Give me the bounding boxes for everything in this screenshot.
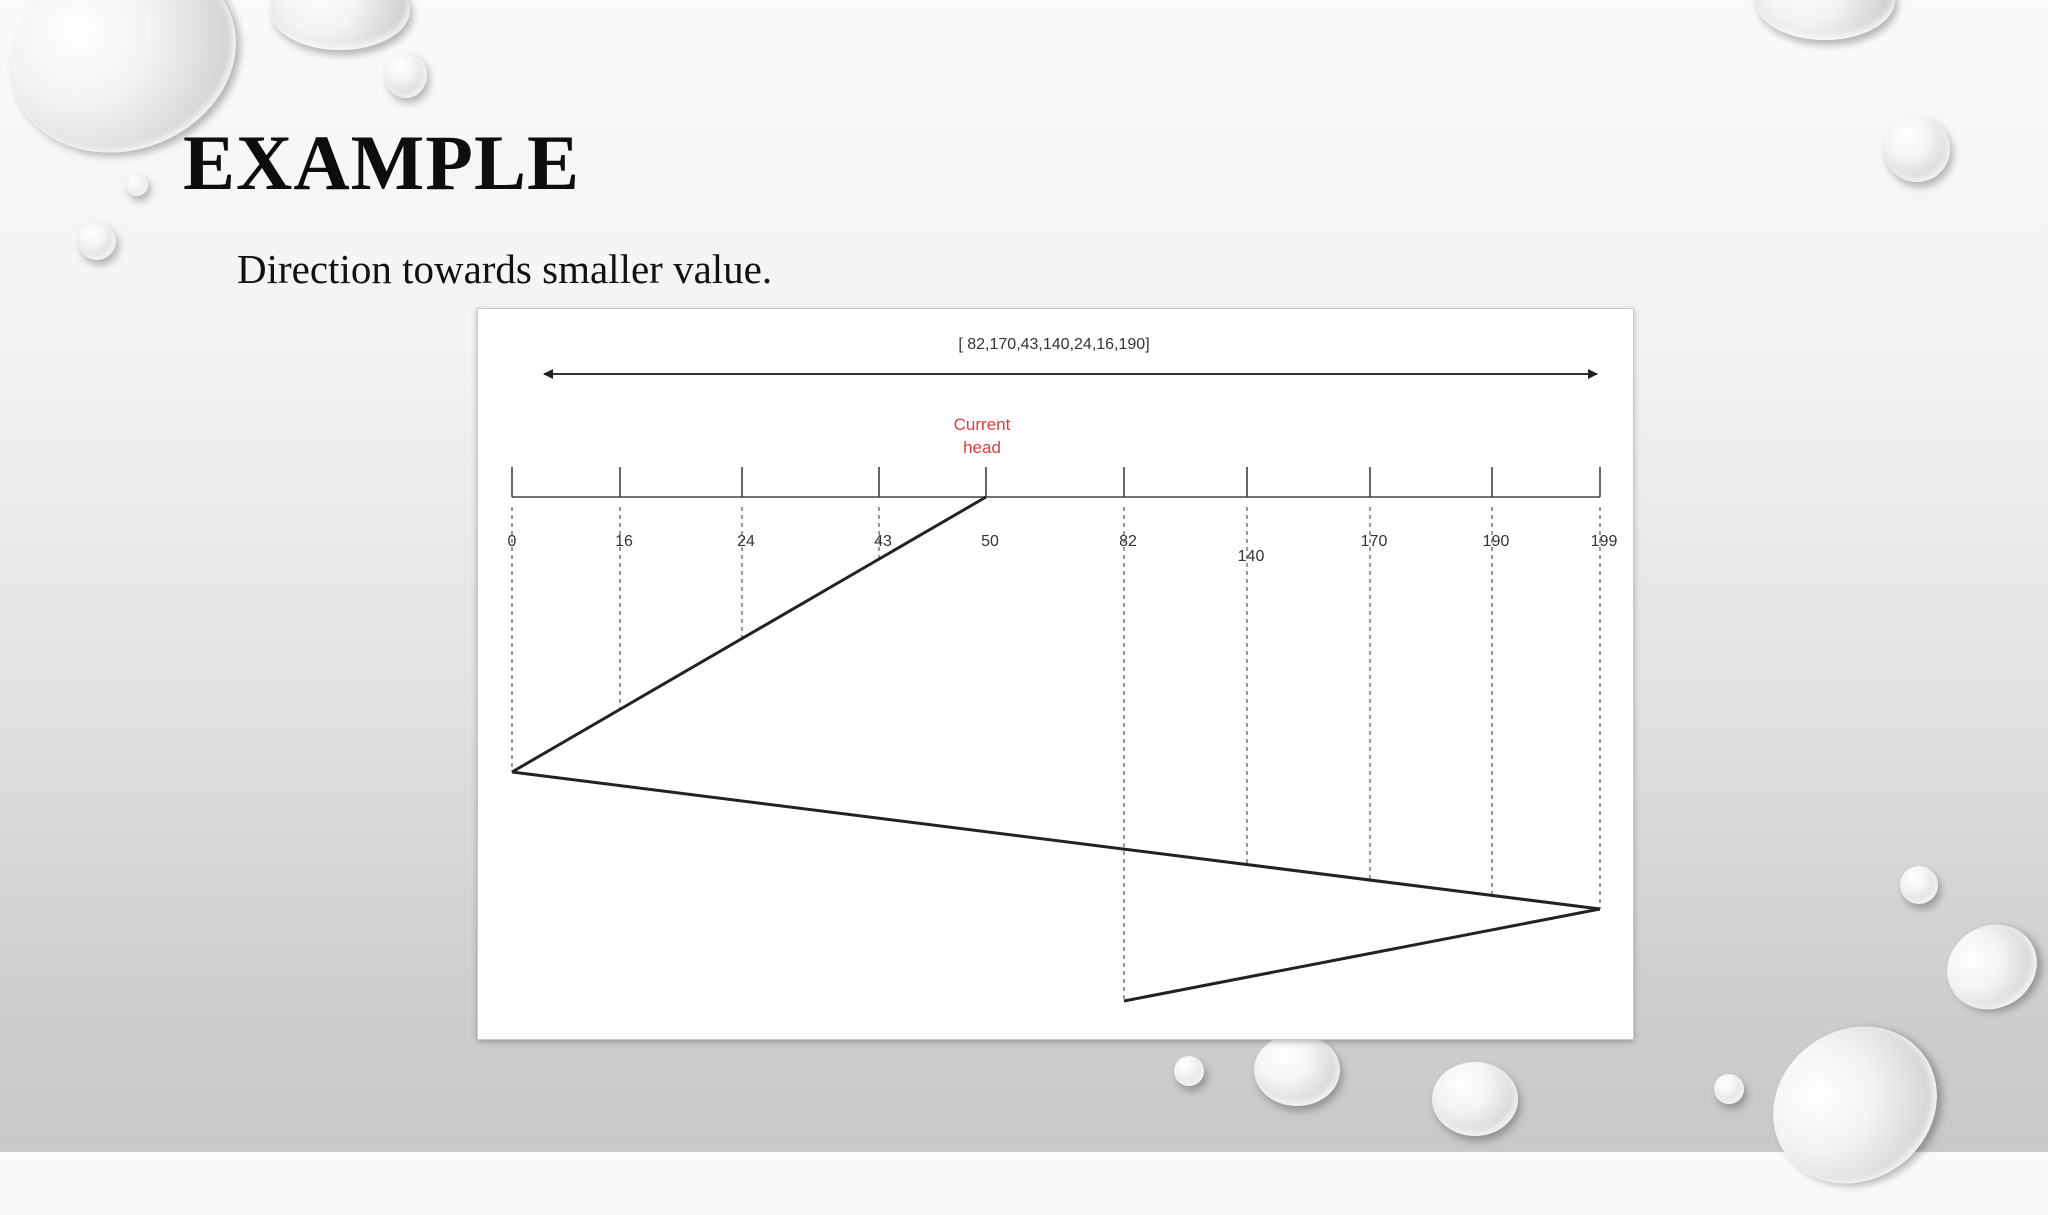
tick-label: 50 [981, 533, 999, 550]
path-segment [511, 495, 987, 774]
water-drop-decoration [1254, 1034, 1340, 1106]
tick-label: 24 [737, 533, 755, 550]
water-drop-decoration [1900, 866, 1938, 904]
water-drop-decoration [1755, 0, 1895, 40]
water-drop-decoration [385, 52, 427, 98]
axis-ticks: 01624435082140170190199 [508, 467, 1618, 1001]
water-drop-decoration [1931, 908, 2048, 1026]
water-drop-decoration [1174, 1056, 1204, 1086]
path-segment [1123, 907, 1601, 1003]
tick-label: 190 [1483, 533, 1510, 550]
water-drop-decoration [1884, 116, 1950, 182]
tick-label: 140 [1238, 548, 1265, 565]
current-head-label: Current [954, 415, 1011, 434]
slide-subtitle: Direction towards smaller value. [237, 246, 773, 292]
water-drop-decoration [1432, 1062, 1518, 1136]
request-queue-label: [ 82,170,43,140,24,16,190] [958, 336, 1149, 353]
tick-label: 199 [1591, 533, 1618, 550]
water-drop-decoration [78, 222, 116, 260]
current-head-label: head [963, 438, 1001, 457]
water-drop-decoration [270, 0, 410, 50]
water-drop-decoration [1742, 994, 1968, 1215]
water-drop-decoration [1714, 1074, 1744, 1104]
tick-label: 82 [1119, 533, 1137, 550]
disk-scheduling-diagram: [ 82,170,43,140,24,16,190] Current head … [508, 336, 1618, 1003]
slide-title: EXAMPLE [183, 119, 580, 206]
tick-label: 16 [615, 533, 633, 550]
head-movement-path [511, 495, 1601, 1003]
tick-label: 170 [1361, 533, 1388, 550]
disk-scheduling-figure: [ 82,170,43,140,24,16,190] Current head … [477, 308, 1634, 1040]
water-drop-decoration [126, 174, 148, 196]
path-segment [511, 770, 1601, 911]
tick-label: 43 [874, 533, 892, 550]
